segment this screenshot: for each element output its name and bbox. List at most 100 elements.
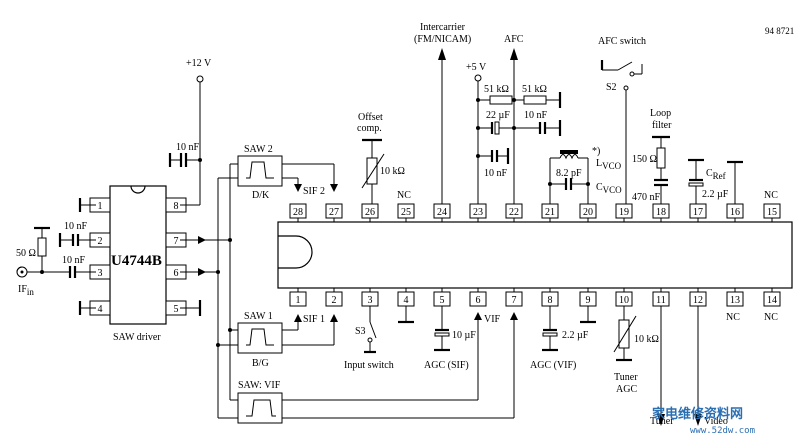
main-ic-body xyxy=(277,221,793,289)
resistor-51k-b xyxy=(523,95,547,105)
main-ic-pin-label: 12 xyxy=(693,295,703,306)
main-ic-pin-label: 5 xyxy=(440,295,445,306)
svg-text:AGC (SIF): AGC (SIF) xyxy=(424,360,469,371)
offset-potentiometer xyxy=(366,157,378,185)
main-ic-pin-label: 9 xyxy=(586,295,591,306)
svg-text:Video: Video xyxy=(704,416,728,427)
main-ic-pin-label: 19 xyxy=(619,207,629,218)
svg-text:10 nF: 10 nF xyxy=(484,168,508,179)
svg-text:VIF: VIF xyxy=(484,314,501,325)
main-ic-pin-label: 21 xyxy=(545,207,555,218)
main-ic-pin-1 xyxy=(289,291,307,307)
svg-text:Tuner: Tuner xyxy=(650,416,674,427)
watermark-url: www.52dw.com xyxy=(690,426,755,436)
main-ic-pin-7 xyxy=(505,291,523,307)
main-ic-pin-2 xyxy=(325,291,343,307)
svg-text:Tuner: Tuner xyxy=(614,372,638,383)
svg-text:SIF 1: SIF 1 xyxy=(303,314,325,325)
svg-text:10 µF: 10 µF xyxy=(452,330,476,341)
svg-text:10 nF: 10 nF xyxy=(176,142,200,153)
main-ic-pin-label: 23 xyxy=(473,207,483,218)
saw2-passband-icon xyxy=(246,161,274,179)
main-ic-pin-label: 4 xyxy=(404,295,409,306)
svg-text:10 kΩ: 10 kΩ xyxy=(380,166,405,177)
watermark-text: 家电维修资料网 xyxy=(652,406,743,422)
saw-driver-name: U4744B xyxy=(111,253,162,269)
sawvif-passband-icon xyxy=(246,399,276,417)
main-ic-pin-label: 27 xyxy=(329,207,339,218)
svg-text:AGC: AGC xyxy=(616,384,637,395)
svg-text:Intercarrier: Intercarrier xyxy=(420,22,466,33)
main-ic-pin-label: 26 xyxy=(365,207,375,218)
sawvif-title: SAW: VIF xyxy=(238,380,281,391)
svg-text:filter: filter xyxy=(652,120,672,131)
saw2-sub: D/K xyxy=(252,190,270,201)
main-ic-pin-label: 16 xyxy=(730,207,740,218)
saw1-sub: B/G xyxy=(252,358,269,369)
svg-text:10 nF: 10 nF xyxy=(524,110,548,121)
input-switch-s3 xyxy=(369,321,377,339)
if-in-label: IFin xyxy=(18,284,34,297)
svg-text:22 µF: 22 µF xyxy=(486,110,510,121)
afc-switch xyxy=(617,61,633,71)
svg-text:AFC: AFC xyxy=(504,34,524,45)
cref-label: CRef xyxy=(706,168,726,181)
driver-pin-label: 8 xyxy=(174,201,179,212)
svg-text:+5 V: +5 V xyxy=(466,62,487,73)
vco-inductor xyxy=(559,154,579,160)
main-ic-pin-label: 20 xyxy=(583,207,593,218)
saw-driver-caption: SAW driver xyxy=(113,332,161,343)
driver-pin-label: 4 xyxy=(98,304,103,315)
svg-text:Input switch: Input switch xyxy=(344,360,394,371)
saw2-title: SAW 2 xyxy=(244,144,273,155)
svg-text:50 Ω: 50 Ω xyxy=(16,248,36,259)
main-ic-top-pins: 28 27 26 25 24 23 22 21 20 19 18 17 16 15 xyxy=(289,203,781,222)
main-ic-pin-label: 3 xyxy=(368,295,373,306)
main-ic-pin-label: 10 xyxy=(619,295,629,306)
driver-pin-label: 2 xyxy=(98,236,103,247)
svg-text:10 kΩ: 10 kΩ xyxy=(634,334,659,345)
svg-text:8.2 pF: 8.2 pF xyxy=(556,168,582,179)
svg-text:NC: NC xyxy=(764,312,778,323)
svg-text:10 nF: 10 nF xyxy=(64,221,88,232)
svg-text:S2: S2 xyxy=(606,82,617,93)
svg-text:470 nF: 470 nF xyxy=(632,192,661,203)
main-ic-pin-label: 28 xyxy=(293,207,303,218)
main-ic-pin-label: 24 xyxy=(437,207,447,218)
main-ic-pin-6 xyxy=(469,291,487,307)
svg-text:51 kΩ: 51 kΩ xyxy=(522,84,547,95)
driver-pin-label: 3 xyxy=(98,268,103,279)
saw2-filter xyxy=(237,155,283,187)
main-ic-pin-14 xyxy=(763,291,781,307)
main-ic-pin-label: 7 xyxy=(512,295,517,306)
svg-text:S3: S3 xyxy=(355,326,366,337)
resistor-51k-a xyxy=(489,95,513,105)
main-ic-pin-label: 8 xyxy=(548,295,553,306)
main-ic-pin-label: 13 xyxy=(730,295,740,306)
saw1-passband-icon xyxy=(246,328,274,346)
svg-text:NC: NC xyxy=(726,312,740,323)
supply-5v-terminal xyxy=(474,74,482,82)
saw-driver-body xyxy=(109,185,167,325)
main-ic-notch xyxy=(278,235,313,269)
svg-text:SIF 2: SIF 2 xyxy=(303,186,325,197)
svg-text:2.2 µF: 2.2 µF xyxy=(562,330,589,341)
svg-text:(FM/NICAM): (FM/NICAM) xyxy=(414,34,471,45)
main-ic-pin-label: 14 xyxy=(767,295,777,306)
main-ic-pin-label: 17 xyxy=(693,207,703,218)
svg-text:AGC (VIF): AGC (VIF) xyxy=(530,360,576,371)
svg-text:10 nF: 10 nF xyxy=(62,255,86,266)
driver-pin-label: 5 xyxy=(174,304,179,315)
lvco-label: LVCO xyxy=(596,158,622,171)
main-ic-pin-label: 2 xyxy=(332,295,337,306)
main-ic-pin-label: 18 xyxy=(656,207,666,218)
svg-text:*): *) xyxy=(592,146,600,157)
main-ic-pin-label: 15 xyxy=(767,207,777,218)
main-ic-pin-label: 25 xyxy=(401,207,411,218)
main-ic-pin-label: 1 xyxy=(296,295,301,306)
main-ic-pin-label: 22 xyxy=(509,207,519,218)
main-ic-pin-13 xyxy=(726,291,744,307)
